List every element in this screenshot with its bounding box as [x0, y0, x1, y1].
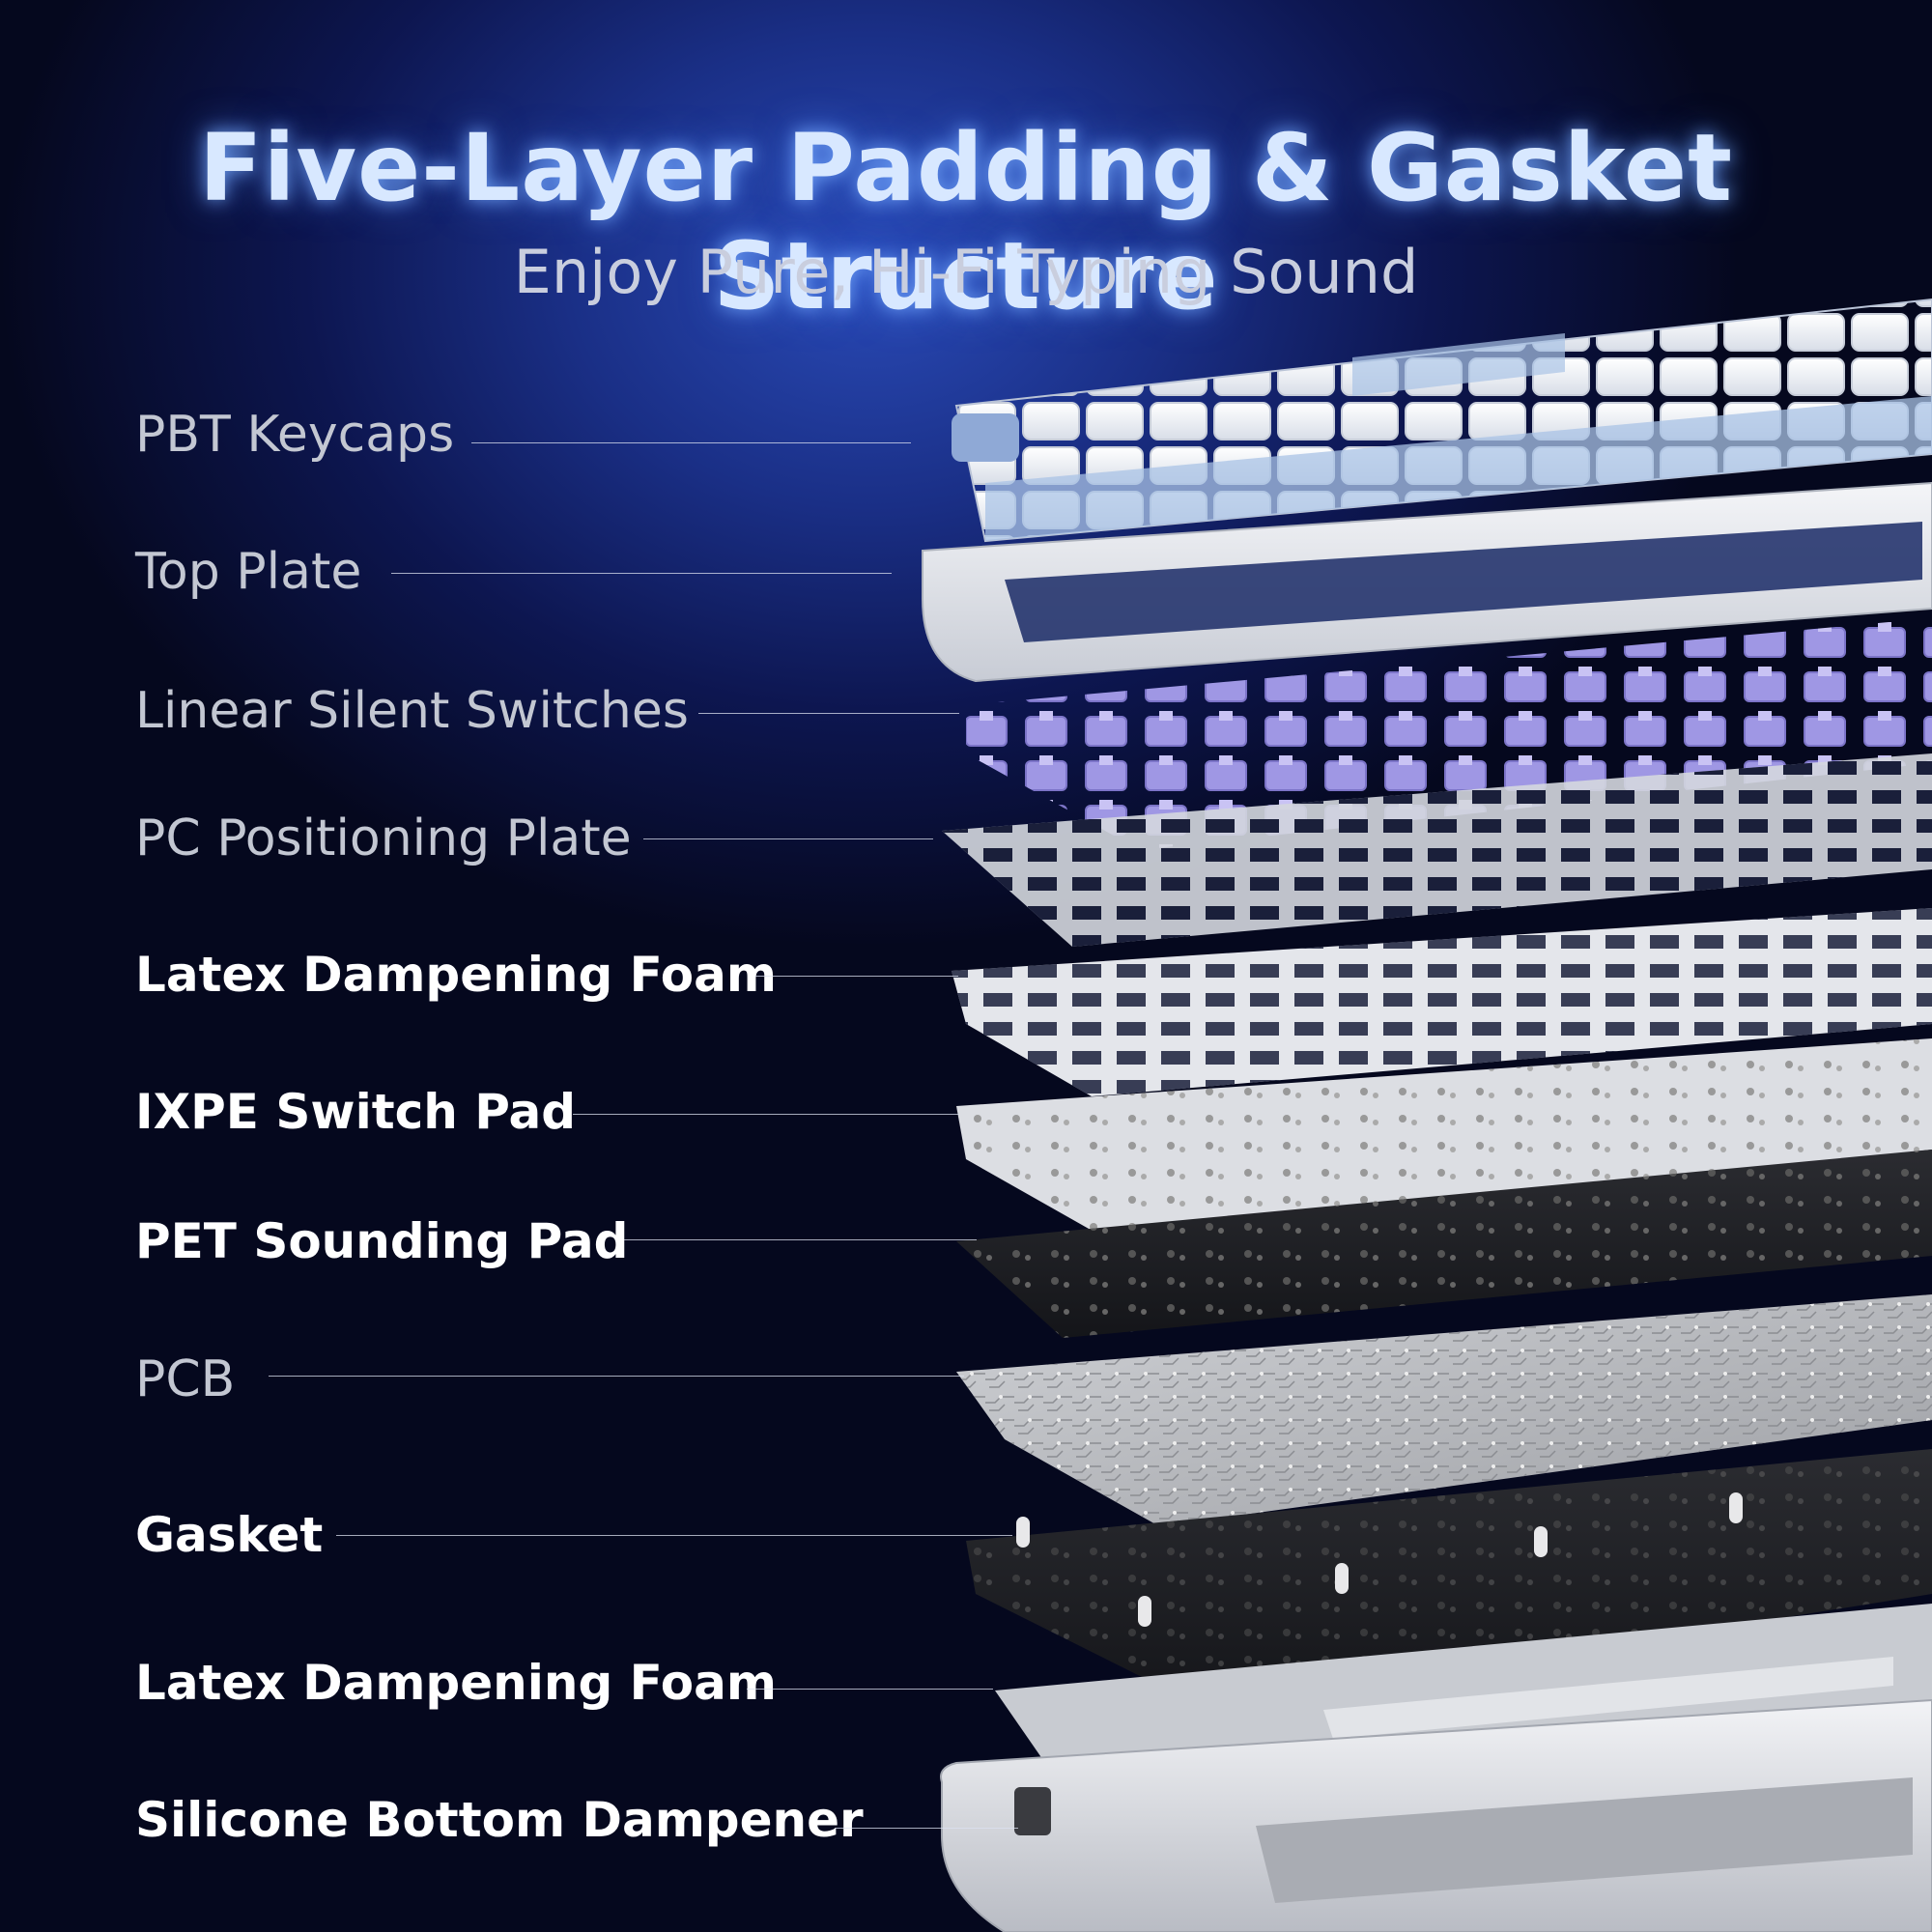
- leader-line: [471, 442, 911, 443]
- label-silicone-bottom-dampener: Silicone Bottom Dampener: [135, 1792, 864, 1848]
- layer-top-plate: [922, 481, 1932, 683]
- label-latex-dampening-foam-top: Latex Dampening Foam: [135, 947, 777, 1003]
- label-pc-positioning-plate: PC Positioning Plate: [135, 810, 632, 867]
- leader-line: [336, 1535, 1012, 1536]
- label-top-plate: Top Plate: [135, 543, 362, 601]
- label-linear-silent-switches: Linear Silent Switches: [135, 682, 689, 740]
- layer-linear-silent-switches: [966, 618, 1932, 850]
- leader-line: [391, 573, 892, 574]
- page-title: Five-Layer Padding & Gasket Structure: [199, 114, 1733, 330]
- leader-line: [573, 1114, 959, 1115]
- label-gasket: Gasket: [135, 1507, 324, 1563]
- layer-gasket: [966, 1449, 1932, 1710]
- layer-ixpe-switch-pad: [956, 1038, 1932, 1241]
- label-pet-sounding-pad: PET Sounding Pad: [135, 1213, 629, 1269]
- label-pcb: PCB: [135, 1350, 236, 1408]
- label-ixpe-switch-pad: IXPE Switch Pad: [135, 1084, 577, 1140]
- layer-pbt-keycaps: [952, 298, 1932, 543]
- leader-line: [643, 838, 933, 839]
- page-subtitle: Enjoy Pure, Hi-Fi Typing Sound: [513, 237, 1419, 307]
- layer-pcb: [956, 1294, 1932, 1526]
- leader-line: [755, 976, 958, 977]
- leader-line: [624, 1239, 977, 1240]
- label-pbt-keycaps: PBT Keycaps: [135, 406, 455, 464]
- leader-line: [835, 1828, 1018, 1829]
- layer-pet-sounding-pad: [956, 1150, 1932, 1338]
- leader-line: [747, 1689, 993, 1690]
- leader-line: [269, 1376, 964, 1377]
- layer-pc-positioning-plate: [942, 753, 1932, 947]
- leader-line: [698, 713, 959, 714]
- layer-latex-dampening-foam-top: [952, 908, 1932, 1096]
- label-latex-dampening-foam-bottom: Latex Dampening Foam: [135, 1655, 777, 1711]
